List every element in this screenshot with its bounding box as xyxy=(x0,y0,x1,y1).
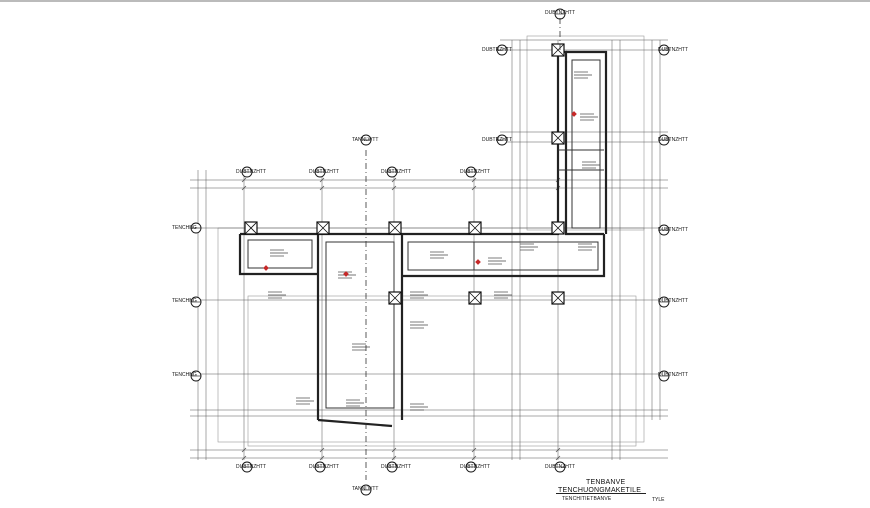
dimension-tick xyxy=(391,177,397,183)
grid-label-left-2: TENCHNG xyxy=(172,298,197,304)
red-marker xyxy=(571,111,577,117)
axis-tag-top: TANNLWTT xyxy=(352,137,379,143)
outer-boundaries xyxy=(217,35,645,447)
outer-rect-wing xyxy=(526,35,645,231)
scale-label: TYLE xyxy=(652,497,665,503)
columns xyxy=(244,43,565,305)
dimension-lines xyxy=(190,39,668,461)
dimension-tick xyxy=(555,455,561,461)
grid-label-toprow-1: DUBTNZHTT xyxy=(236,169,266,175)
dimension-tick xyxy=(471,177,477,183)
grid-label-left-3: TENCHNG xyxy=(172,372,197,378)
dimension-tick xyxy=(471,455,477,461)
dimension-tick xyxy=(241,447,247,453)
grid-label-bottom-3: DUBTNZHTT xyxy=(381,464,411,470)
column-cross xyxy=(316,221,330,235)
grid-label-left-1: TENCHNG xyxy=(172,225,197,231)
axis-markers xyxy=(365,18,561,480)
column-cross xyxy=(551,291,565,305)
wall-wing-right xyxy=(566,50,608,234)
column-cross xyxy=(551,43,565,57)
inner-rect-lower xyxy=(247,295,637,447)
grid-label-right-3: DUBTNZHTT xyxy=(658,227,688,233)
red-marker xyxy=(475,259,481,265)
dimension-tick xyxy=(319,177,325,183)
dimension-tick xyxy=(391,455,397,461)
column-cross xyxy=(388,291,402,305)
chapter-title: TENCHUONGMAKETILE xyxy=(558,487,642,494)
column-cross xyxy=(388,221,402,235)
grid-label-right-5: DUBTNZHTT xyxy=(658,372,688,378)
grid-label-wing-left: DUBTNZHTT xyxy=(482,47,512,53)
grid-label-wing-right: DUBTNZHTT xyxy=(658,47,688,53)
inner-walls xyxy=(247,59,604,409)
dimension-tick xyxy=(471,447,477,453)
walls xyxy=(238,50,608,428)
grid-label-toprow-2: DUBTNZHTT xyxy=(309,169,339,175)
title-underline xyxy=(556,493,646,494)
column-cross xyxy=(551,221,565,235)
dimension-tick xyxy=(241,185,247,191)
wall-upper xyxy=(240,50,604,236)
column-cross xyxy=(244,221,258,235)
title-block: TENBANVE TENCHUONGMAKETILE TENCHITIETBAN… xyxy=(548,479,670,505)
grid-label-bottom-2: DUBTNZHTT xyxy=(309,464,339,470)
red-marker xyxy=(263,265,269,271)
grid-label-toprow-3: DUBTNZHTT xyxy=(381,169,411,175)
grid-label-toprow-4: DUBTNZHTT xyxy=(460,169,490,175)
grid-label-right-2: DUBTNZHTT xyxy=(658,137,688,143)
grid-label-bottom-5: DUBTNZHTT xyxy=(545,464,575,470)
grid-label-bottom-1: DUBTNZHTT xyxy=(236,464,266,470)
dimension-tick xyxy=(319,185,325,191)
dimension-tick xyxy=(391,185,397,191)
dimension-tick xyxy=(471,185,477,191)
dimension-tick xyxy=(319,455,325,461)
dimension-tick xyxy=(241,177,247,183)
column-cross xyxy=(468,221,482,235)
dimension-tick xyxy=(241,455,247,461)
grid-label-right-4: DUBTNZHTT xyxy=(658,298,688,304)
grid-bubbles xyxy=(190,8,670,496)
wall-mid-room xyxy=(402,234,606,278)
column-cross xyxy=(551,131,565,145)
red-marker xyxy=(343,271,349,277)
drawing-title: TENBANVE xyxy=(586,479,626,486)
column-cross xyxy=(468,291,482,305)
grid-label-wing-left-2: DUBTNZHTT xyxy=(482,137,512,143)
axis-tag-bottom: TANNLWTT xyxy=(352,486,379,492)
dimension-tick xyxy=(391,447,397,453)
dimension-tick xyxy=(555,447,561,453)
dimension-tick xyxy=(319,447,325,453)
wall-left-room xyxy=(238,234,318,276)
grid-label-top-1: DUBTNZHTT xyxy=(545,10,575,16)
grid-label-bottom-4: DUBTNZHTT xyxy=(460,464,490,470)
wall-bottom-sloped xyxy=(317,418,393,428)
detail-title: TENCHITIETBANVE xyxy=(562,496,612,502)
room-annotations xyxy=(263,71,600,411)
